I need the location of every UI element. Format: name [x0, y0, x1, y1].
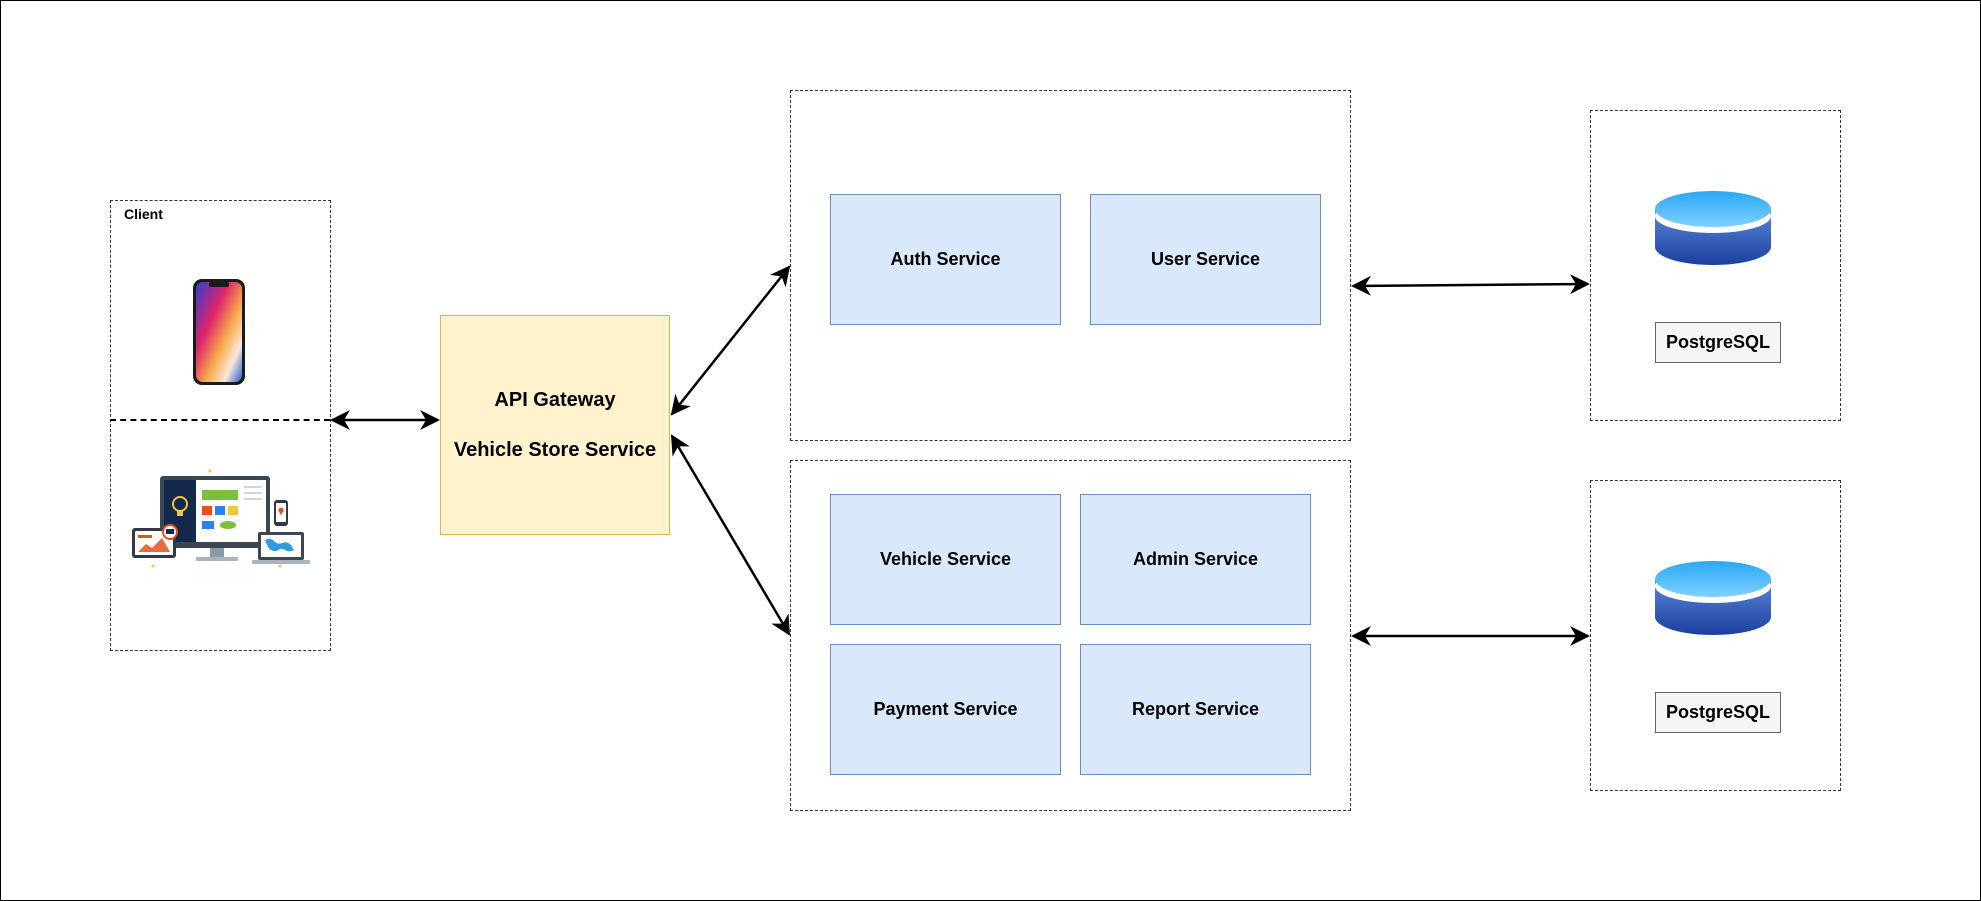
multi-device-icon — [128, 468, 310, 570]
client-divider — [110, 419, 330, 421]
gateway-title: API Gateway — [494, 389, 616, 411]
service-group-top — [790, 90, 1351, 441]
smartphone-icon — [192, 278, 246, 386]
api-gateway-box: API Gateway Vehicle Store Service — [440, 315, 670, 535]
gateway-subtitle: Vehicle Store Service — [453, 439, 657, 461]
top-group-db-arrow — [1351, 274, 1590, 296]
database-group-top — [1590, 110, 1841, 421]
database-icon — [1654, 559, 1772, 637]
database-group-bottom — [1590, 480, 1841, 791]
vehicle-service-box: Vehicle Service — [830, 494, 1061, 625]
client-title: Client — [124, 206, 163, 222]
auth-service-box: Auth Service — [830, 194, 1061, 325]
report-service-box: Report Service — [1080, 644, 1311, 775]
admin-service-box: Admin Service — [1080, 494, 1311, 625]
database-icon — [1654, 189, 1772, 267]
gateway-top-group-arrow — [670, 265, 791, 416]
payment-service-box: Payment Service — [830, 644, 1061, 775]
service-group-bottom — [790, 460, 1351, 811]
user-service-box: User Service — [1090, 194, 1321, 325]
gateway-bottom-group-arrow — [670, 434, 791, 636]
database-label: PostgreSQL — [1655, 322, 1781, 363]
database-label: PostgreSQL — [1655, 692, 1781, 733]
